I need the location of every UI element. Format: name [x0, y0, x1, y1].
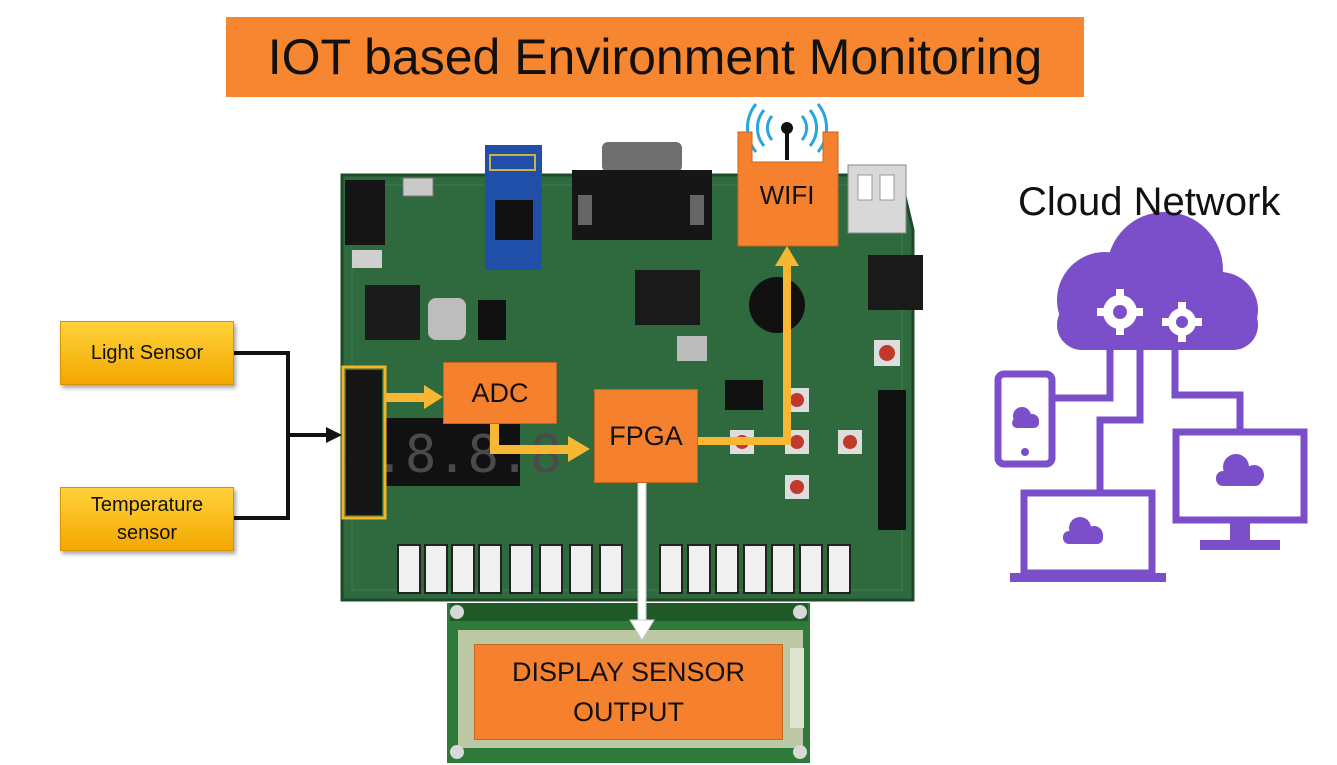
oscillator [677, 336, 707, 361]
fpga-block: FPGA [594, 389, 698, 483]
adc-block: ADC [443, 362, 557, 424]
temperature-sensor-box: Temperature sensor [60, 487, 234, 551]
crystal [428, 298, 466, 340]
sensor-header-highlight [341, 365, 387, 520]
power-jack [345, 180, 385, 245]
chip-usb [365, 285, 420, 340]
wifi-label: WIFI [759, 179, 815, 210]
diagram-title: IOT based Environment Monitoring [226, 17, 1084, 97]
cloud-network-illustration [994, 212, 1308, 582]
light-sensor-box: Light Sensor [60, 321, 234, 385]
spi-flash [725, 380, 763, 410]
cloud-network-label: Cloud Network [1018, 180, 1281, 224]
adc-label: ADC [471, 377, 529, 408]
sensor-header [346, 370, 382, 515]
cloud-connections [1050, 348, 1244, 500]
temperature-sensor-label-line2: sensor [116, 522, 178, 544]
light-sensor-label: Light Sensor [90, 342, 204, 364]
usb-a-port [847, 164, 907, 234]
laptop-icon [1010, 489, 1166, 582]
bluetooth-module [485, 145, 542, 270]
audio-jack [868, 255, 923, 310]
display-output-block: DISPLAY SENSOR OUTPUT [474, 644, 783, 740]
gear-teeth [1097, 289, 1202, 342]
right-header [878, 390, 906, 530]
usb-port [402, 177, 434, 197]
display-label-line2: OUTPUT [573, 697, 684, 727]
buzzer [749, 277, 805, 333]
regulator [635, 270, 700, 325]
signal-arrows [386, 246, 799, 462]
cloud-icon [1057, 212, 1258, 350]
sensor-wiring [232, 351, 328, 520]
fpga-label: FPGA [609, 420, 683, 451]
arrow-to-header [326, 427, 342, 443]
display-label-line1: DISPLAY SENSOR [511, 657, 746, 687]
wifi-antenna-tip [781, 122, 793, 134]
wifi-router-body [737, 131, 839, 247]
monitor-icon [1172, 428, 1308, 550]
power-switch [352, 250, 382, 268]
wifi-signal-icon [746, 103, 828, 153]
slide-switches [397, 544, 851, 594]
temperature-sensor-label-line1: Temperature [90, 494, 204, 516]
vga-connector [572, 142, 712, 240]
phone-icon [994, 370, 1056, 468]
header-small [478, 300, 506, 340]
wifi-antenna [785, 130, 789, 160]
wifi-block: WIFI [752, 165, 822, 225]
